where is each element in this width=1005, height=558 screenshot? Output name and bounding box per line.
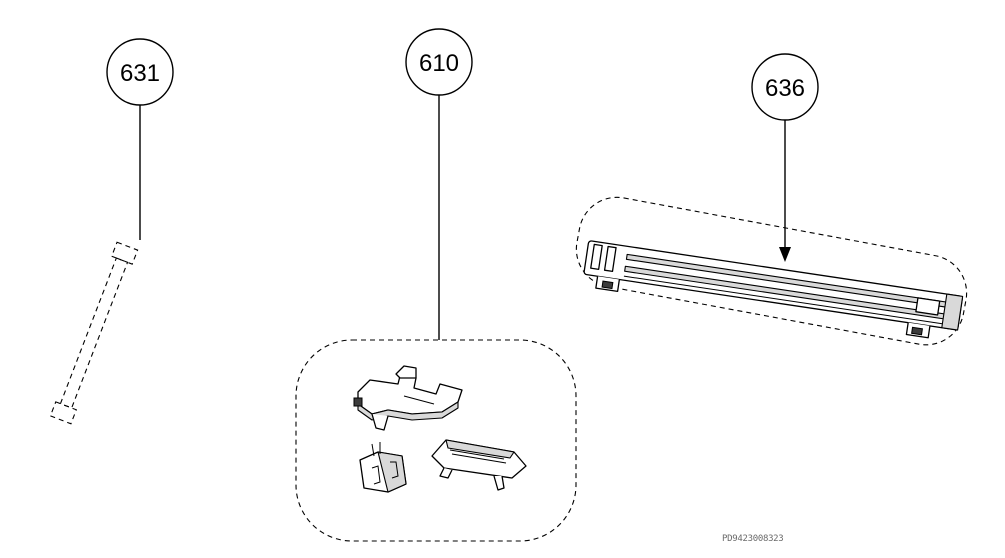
drawing-code: PD9423008323 [722, 534, 783, 544]
part-631-tube[interactable] [49, 241, 139, 425]
callout-631[interactable]: 631 [106, 38, 174, 106]
holder-top [445, 439, 515, 459]
part-636-rail[interactable] [582, 240, 964, 342]
callout-636-label: 636 [765, 75, 805, 102]
holder-leg [439, 467, 453, 479]
bracket-plate [357, 375, 463, 415]
part-610-bracket[interactable] [353, 365, 463, 431]
rail-left-slot-1 [590, 243, 603, 270]
clip-face [377, 451, 407, 493]
bracket-hook [371, 413, 389, 431]
bracket-tab [395, 365, 417, 379]
leader-arrowhead-636 [779, 247, 791, 262]
rail-right-cap [941, 293, 964, 331]
callout-610[interactable]: 610 [405, 28, 473, 96]
rail-left-screw [601, 280, 614, 290]
part-610-holder[interactable] [431, 439, 527, 491]
callout-636[interactable]: 636 [751, 53, 819, 121]
part-631-body [59, 257, 129, 409]
group-outline-610 [295, 339, 577, 542]
part-631-top-cap [110, 241, 139, 265]
rail-left-slot-2 [603, 245, 617, 273]
rail-right-block [915, 297, 941, 316]
part-610-clip[interactable] [359, 442, 407, 493]
callout-631-label: 631 [120, 60, 160, 87]
bracket-screw [353, 397, 363, 407]
part-631-bottom-cap [49, 401, 78, 425]
callout-610-label: 610 [419, 50, 459, 77]
rail-right-screw [911, 326, 923, 336]
holder-pin [493, 475, 505, 491]
